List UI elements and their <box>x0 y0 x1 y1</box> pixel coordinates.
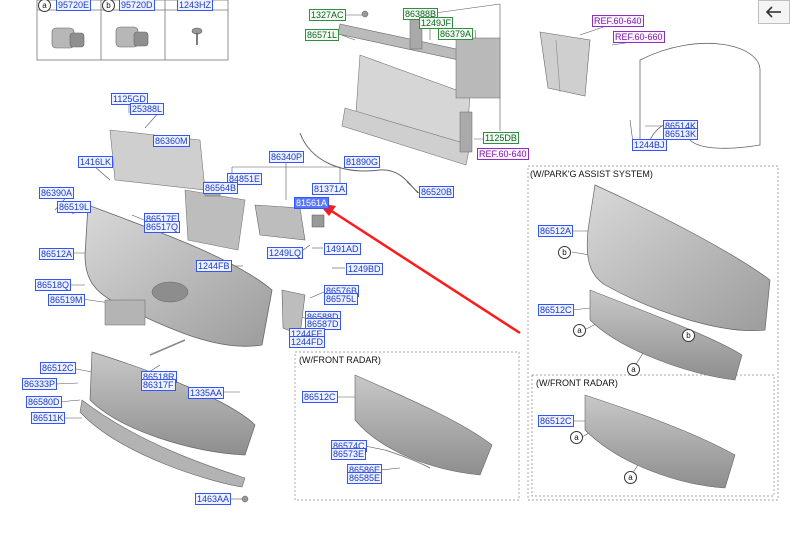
lower-bumper-radar <box>354 374 493 476</box>
part-label-81371A[interactable]: 81371A <box>312 183 348 195</box>
marker-a: a <box>627 363 640 376</box>
part-label-86518Q[interactable]: 86518Q <box>35 279 72 291</box>
part-label-1249BD[interactable]: 1249BD <box>346 263 383 275</box>
part-label-86512C-park[interactable]: 86512C <box>538 304 574 316</box>
marker-a: a <box>38 0 51 12</box>
sensor-icon <box>51 27 85 49</box>
part-label-86585E[interactable]: 86585E <box>347 472 383 484</box>
part-label-1125DB[interactable]: 1125DB <box>483 132 519 144</box>
marker-b: b <box>102 0 115 12</box>
part-label-86564B[interactable]: 86564B <box>203 182 239 194</box>
ref-label-60-640-b[interactable]: REF.60-640 <box>477 148 529 160</box>
park-assist-box <box>527 165 779 501</box>
part-label-86520B[interactable]: 86520B <box>419 186 455 198</box>
part-label-1249LQ[interactable]: 1249LQ <box>267 247 304 259</box>
part-label-86340P[interactable]: 86340P <box>269 151 305 163</box>
marker-a: a <box>573 324 586 337</box>
part-label-1491AD[interactable]: 1491AD <box>324 243 361 255</box>
part-label-25388L[interactable]: 25388L <box>130 103 165 115</box>
part-label-86512A[interactable]: 86512A <box>39 248 75 260</box>
part-label-86580D[interactable]: 86580D <box>26 396 62 408</box>
part-label-86390A[interactable]: 86390A <box>39 187 75 199</box>
part-label-95720E[interactable]: 95720E <box>56 0 92 11</box>
part-label-1244FD[interactable]: 1244FD <box>289 336 326 348</box>
section-front-radar: (W/FRONT RADAR) <box>299 355 381 365</box>
part-label-86379A[interactable]: 86379A <box>438 28 474 40</box>
back-arrow-icon <box>765 6 781 18</box>
front-radar-box <box>294 351 520 501</box>
part-label-1125GD[interactable]: 1125GD <box>111 93 148 105</box>
part-label-86513K[interactable]: 86513K <box>663 128 699 140</box>
fender <box>639 42 761 149</box>
part-label-86571L[interactable]: 86571L <box>305 29 340 41</box>
screw-icon <box>191 27 203 45</box>
back-button[interactable] <box>758 0 790 24</box>
lower-bumper-radar-2 <box>584 394 736 489</box>
part-label-86360M[interactable]: 86360M <box>153 135 190 147</box>
part-label-1463AA[interactable]: 1463AA <box>195 493 232 505</box>
part-label-86517Q[interactable]: 86517Q <box>144 221 181 233</box>
part-label-86519M[interactable]: 86519M <box>48 294 85 306</box>
part-label-86512C[interactable]: 86512C <box>40 362 76 374</box>
marker-b: b <box>682 329 695 342</box>
part-label-1335AA[interactable]: 1335AA <box>188 387 225 399</box>
front-bumper <box>84 204 306 347</box>
part-label-86333P[interactable]: 86333P <box>22 378 58 390</box>
part-label-81561A[interactable]: 81561A <box>294 197 330 209</box>
marker-a: a <box>624 471 637 484</box>
part-label-86573E[interactable]: 86573E <box>331 448 367 460</box>
wiring-harness <box>299 132 419 194</box>
part-label-1244FB[interactable]: 1244FB <box>196 260 232 272</box>
front-bumper-park-assist <box>586 184 771 381</box>
part-label-95720D[interactable]: 95720D <box>119 0 155 11</box>
marker-b: b <box>558 246 571 259</box>
section-park-assist: (W/PARK'G ASSIST SYSTEM) <box>530 169 653 179</box>
section-front-radar-2: (W/FRONT RADAR) <box>536 378 618 388</box>
side-bracket <box>539 31 591 97</box>
part-label-86511K[interactable]: 86511K <box>31 412 66 424</box>
part-label-1327AC[interactable]: 1327AC <box>309 9 346 21</box>
bumper-beam <box>337 10 501 166</box>
ref-label-60-660[interactable]: REF.60-660 <box>613 31 665 43</box>
part-label-1243HZ[interactable]: 1243HZ <box>177 0 214 11</box>
part-label-1244BJ[interactable]: 1244BJ <box>632 139 667 151</box>
radar-bracket <box>254 204 325 241</box>
part-label-1249JF[interactable]: 1249JF <box>419 17 454 29</box>
sensor-icon <box>115 26 149 48</box>
part-label-1416LK[interactable]: 1416LK <box>78 156 114 168</box>
part-label-86519L[interactable]: 86519L <box>57 201 92 213</box>
part-label-86317F[interactable]: 86317F <box>141 379 176 391</box>
part-label-81890G[interactable]: 81890G <box>344 156 381 168</box>
part-label-86512A-park[interactable]: 86512A <box>538 225 574 237</box>
part-label-86512C-radar-2[interactable]: 86512C <box>538 415 574 427</box>
lower-bumper <box>79 339 256 503</box>
part-label-86575L[interactable]: 86575L <box>324 293 359 305</box>
front-radar-box-2 <box>531 374 775 497</box>
ref-label-60-640[interactable]: REF.60-640 <box>592 15 644 27</box>
marker-a: a <box>570 431 583 444</box>
part-label-86512C-radar[interactable]: 86512C <box>302 391 338 403</box>
